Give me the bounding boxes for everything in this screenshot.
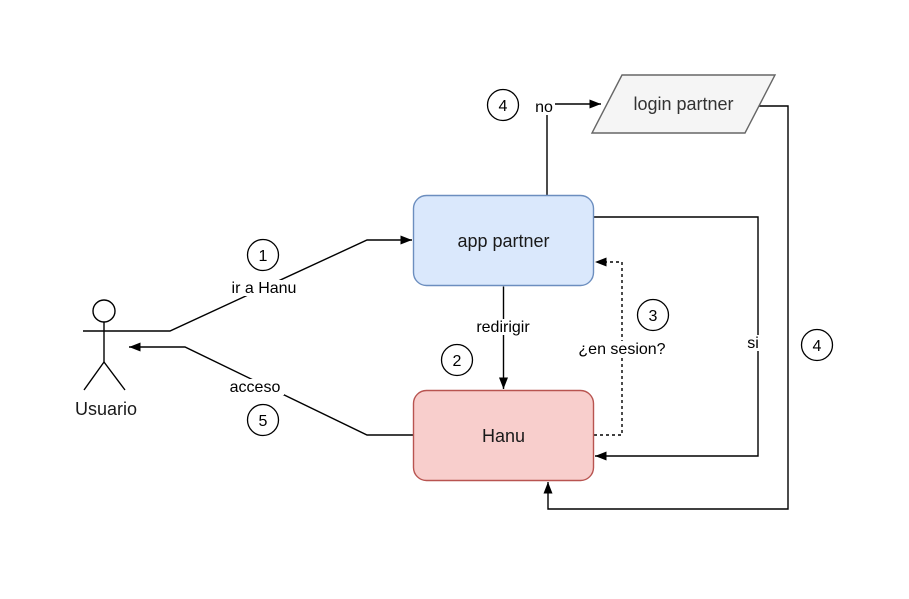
usuario-actor-icon: Usuario bbox=[75, 299, 137, 419]
en-sesion-text: ¿en sesion? bbox=[578, 341, 665, 358]
badge-circle bbox=[246, 238, 280, 272]
step-badge-4-top: 4 bbox=[486, 88, 520, 122]
label-bg bbox=[228, 280, 300, 296]
no-text: no bbox=[535, 99, 553, 116]
badge-number: 3 bbox=[649, 308, 658, 325]
edge-label-en-sesion: ¿en sesion? bbox=[576, 341, 668, 358]
edge-label-si: si bbox=[744, 335, 762, 352]
login-partner-parallelogram bbox=[590, 74, 777, 134]
badge-circle bbox=[636, 298, 670, 332]
si-text: si bbox=[747, 335, 759, 352]
step-badge-1: 1 bbox=[246, 238, 280, 272]
step-badge-5: 5 bbox=[246, 403, 280, 437]
step-badge-2: 2 bbox=[440, 343, 474, 377]
acceso-text: acceso bbox=[230, 379, 281, 396]
label-bg bbox=[474, 319, 532, 335]
usuario-label: Usuario bbox=[75, 399, 137, 419]
badge-number: 1 bbox=[259, 248, 268, 265]
badge-circle bbox=[440, 343, 474, 377]
actor-head bbox=[92, 299, 116, 323]
label-bg bbox=[533, 99, 555, 115]
badge-number: 5 bbox=[259, 413, 268, 430]
edge-no bbox=[546, 99, 601, 195]
node-app-partner: app partner bbox=[412, 194, 595, 287]
edge-label-acceso: acceso bbox=[226, 379, 284, 396]
node-hanu: Hanu bbox=[412, 389, 595, 482]
edge-label-ir-a-hanu: ir a Hanu bbox=[228, 280, 300, 297]
hanu-box bbox=[412, 389, 595, 482]
app-partner-box bbox=[412, 194, 595, 287]
badge-circle bbox=[246, 403, 280, 437]
badge-circle bbox=[800, 328, 834, 362]
badge-circle bbox=[486, 88, 520, 122]
badge-number: 4 bbox=[499, 98, 508, 115]
label-bg bbox=[226, 379, 284, 395]
redirigir-text: redirigir bbox=[476, 319, 530, 336]
edge-si bbox=[593, 216, 759, 461]
hanu-label: Hanu bbox=[482, 426, 525, 446]
edge-label-redirigir: redirigir bbox=[474, 319, 532, 336]
edge-label-no: no bbox=[533, 99, 555, 116]
label-bg bbox=[576, 341, 668, 357]
badge-number: 2 bbox=[453, 353, 462, 370]
actor-legs bbox=[83, 360, 126, 391]
node-login-partner: login partner bbox=[590, 74, 777, 134]
app-partner-label: app partner bbox=[457, 231, 549, 251]
login-partner-label: login partner bbox=[633, 94, 733, 114]
badge-number: 4 bbox=[813, 338, 822, 355]
step-badge-3: 3 bbox=[636, 298, 670, 332]
step-badge-4-right: 4 bbox=[800, 328, 834, 362]
label-bg bbox=[744, 335, 762, 351]
edge-login-return bbox=[543, 105, 789, 510]
ir-a-hanu-text: ir a Hanu bbox=[232, 280, 297, 297]
